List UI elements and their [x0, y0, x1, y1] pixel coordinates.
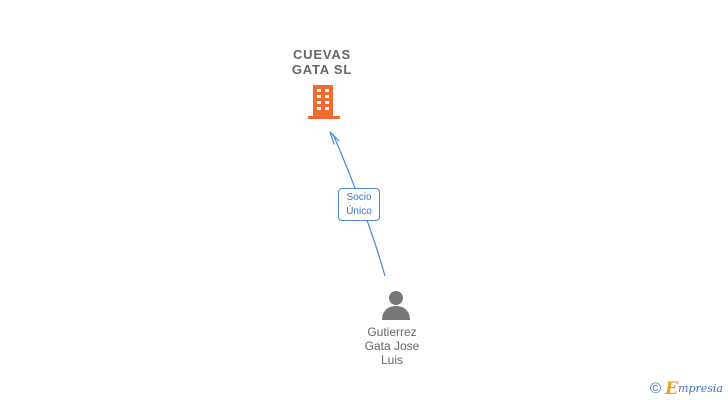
arrow-head-icon — [329, 131, 340, 145]
relation-badge[interactable]: Socio Único — [338, 188, 380, 221]
company-name[interactable]: CUEVAS GATA SL — [262, 47, 382, 77]
copyright-icon: © — [650, 380, 662, 397]
person-name-line2: Gata Jose — [364, 339, 420, 353]
building-icon[interactable] — [308, 84, 340, 120]
person-name[interactable]: Gutierrez Gata Jose Luis — [332, 325, 452, 367]
person-name-line1: Gutierrez — [367, 325, 417, 339]
relation-label-line2: Único — [346, 206, 372, 217]
person-name-line3: Luis — [380, 353, 403, 367]
company-name-line2: GATA SL — [291, 62, 353, 77]
brand-logo[interactable]: © E mpresia — [650, 379, 723, 399]
person-icon[interactable] — [380, 289, 412, 321]
relation-label-line1: Socio — [346, 192, 372, 203]
company-name-line1: CUEVAS — [292, 47, 351, 62]
brand-logo-initial: E — [665, 379, 679, 399]
brand-logo-text: mpresia — [678, 382, 723, 395]
